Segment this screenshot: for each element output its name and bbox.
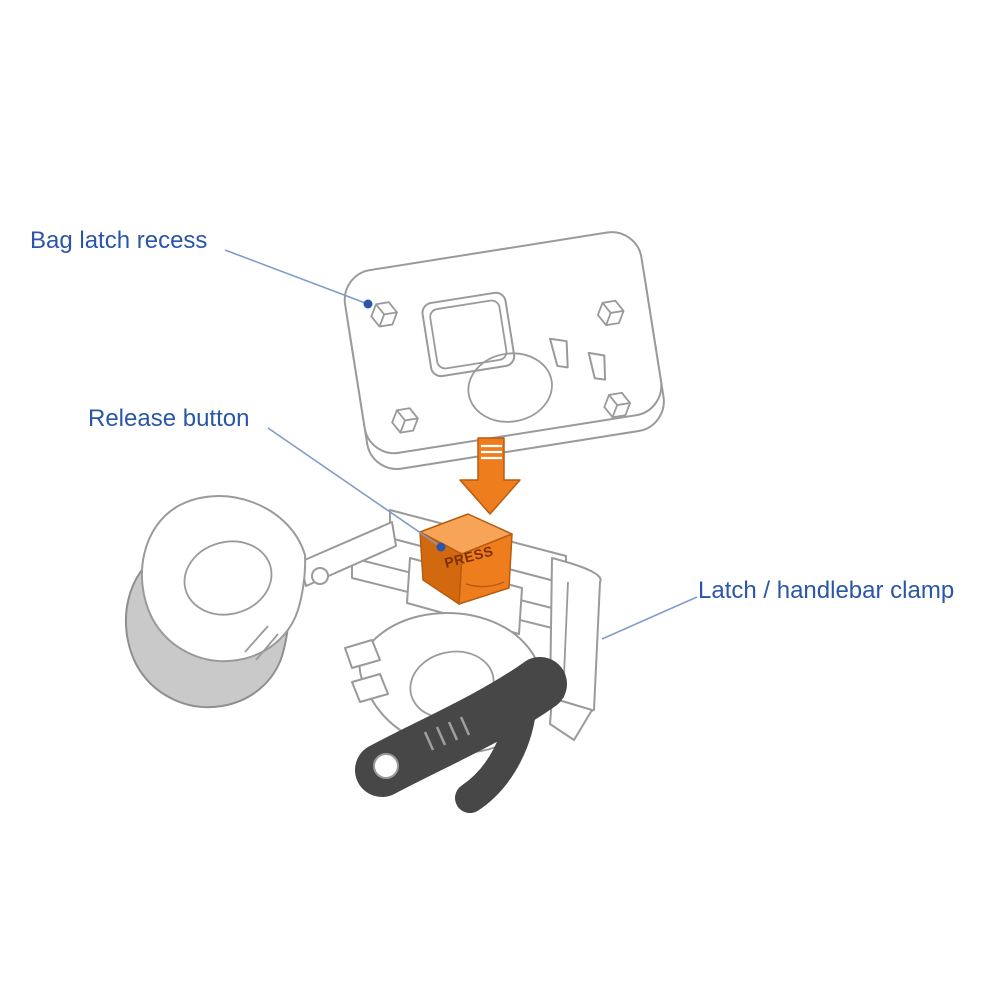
clamp-prong [344, 639, 381, 669]
latch-recess-hole [421, 291, 516, 378]
down-arrow-icon [459, 437, 521, 515]
leader-dot-release [436, 542, 446, 552]
left-clamp [140, 495, 329, 663]
latch-wedge [587, 351, 607, 381]
clamp-prong [351, 673, 389, 703]
strap-hole [373, 753, 399, 779]
pivot-screw [311, 567, 329, 585]
leader-line-bag-latch [224, 249, 369, 305]
label-latch-handlebar-clamp: Latch / handlebar clamp [698, 577, 955, 604]
leader-dot-bag-latch [363, 299, 373, 309]
leader-line-clamp [601, 596, 698, 640]
latch-bore-circle [467, 352, 553, 423]
dark-clamp-strap [355, 657, 567, 813]
bracket-claw [549, 697, 593, 741]
latch-wedge [549, 337, 569, 369]
right-bracket-plate [549, 557, 602, 741]
handlebar-clamp-assembly: PRESS [124, 495, 602, 813]
label-bag-latch-recess: Bag latch recess [30, 227, 208, 254]
label-release-button: Release button [88, 405, 250, 432]
bag-latch-plate [343, 231, 665, 470]
leader-line-release [267, 427, 442, 548]
